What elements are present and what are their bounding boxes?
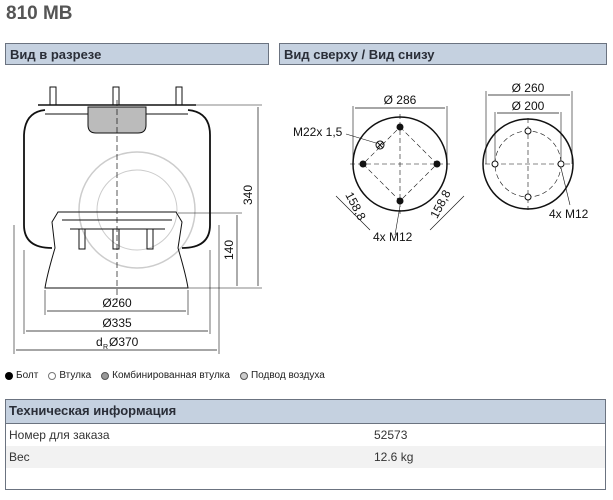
- diameter-335-label: Ø335: [102, 316, 132, 330]
- air-inlet-label: M22x 1,5: [293, 125, 343, 139]
- legend-bushing: Втулка: [59, 370, 92, 381]
- dr-sub-label: R: [103, 344, 108, 351]
- top-view-drawing: Ø 286 M22x 1,5 158,8 158,8 4x M12 Ø 260 …: [293, 81, 589, 244]
- tech-info-table: Техническая информация Номер для заказа …: [5, 399, 606, 490]
- air-inlet-icon: [239, 371, 248, 380]
- bottom-bolts-label: 4x M12: [549, 207, 589, 221]
- combined-bushing-icon: [101, 371, 110, 380]
- table-row: Вес 12.6 kg: [6, 446, 605, 468]
- section-header-cross-section: Вид в разрезе: [5, 43, 269, 65]
- bolt-icon: [5, 371, 13, 380]
- order-number-key: Номер для заказа: [9, 428, 110, 442]
- legend-bolt: Болт: [16, 370, 39, 381]
- diameter-200-label: Ø 200: [512, 99, 545, 113]
- top-bolts-label: 4x M12: [373, 230, 413, 244]
- legend-air-inlet: Подвод воздуха: [250, 370, 325, 381]
- height-140-label: 140: [222, 240, 236, 260]
- dr-prefix-label: d: [96, 335, 103, 349]
- dim-158-right-label: 158,8: [427, 187, 454, 220]
- weight-value: 12.6 kg: [374, 450, 414, 464]
- tech-info-header: Техническая информация: [6, 400, 605, 424]
- legend: Болт Втулка Комбинированная втулка Подво…: [5, 370, 331, 381]
- legend-combined-bushing: Комбинированная втулка: [112, 370, 230, 381]
- page-title: 810 MB: [6, 3, 73, 24]
- diameter-260-bottom-label: Ø 260: [512, 81, 545, 95]
- section-header-top-bottom: Вид сверху / Вид снизу: [279, 43, 607, 65]
- height-340-label: 340: [241, 185, 255, 205]
- diameter-260-label: Ø260: [102, 296, 132, 310]
- cross-section-drawing: Ø260 Ø335 d R Ø370 340 140: [13, 86, 262, 354]
- bushing-icon: [48, 371, 57, 380]
- weight-key: Вес: [9, 450, 30, 464]
- diameter-286-label: Ø 286: [384, 93, 417, 107]
- order-number-value: 52573: [374, 428, 408, 442]
- table-row: Номер для заказа 52573: [6, 424, 605, 446]
- diameter-370-label: Ø370: [109, 335, 139, 349]
